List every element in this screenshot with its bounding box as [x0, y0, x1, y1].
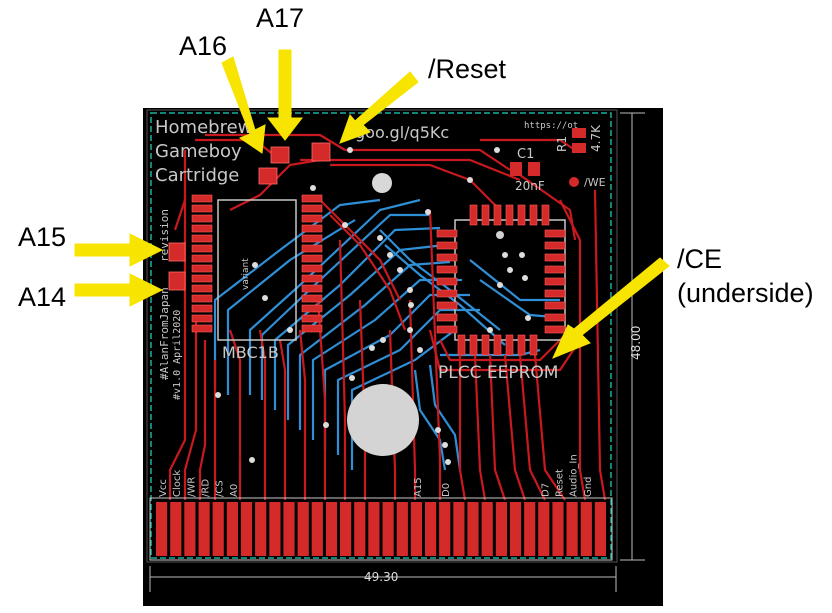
- callout-arrows: [74, 49, 670, 359]
- mbc-right-pads: [301, 194, 323, 333]
- title-line-2: Gameboy: [155, 141, 242, 162]
- edge-pad: [481, 502, 493, 556]
- edge-label: A15: [413, 477, 424, 497]
- edge-label: /RD: [201, 479, 212, 497]
- edge-pad: [212, 502, 224, 556]
- arrow-reset: [339, 71, 419, 144]
- r1-pad-1: [572, 128, 586, 138]
- edge-pad: [325, 502, 338, 556]
- eeprom-right-pads: [544, 229, 566, 334]
- arrow-a15: [74, 233, 164, 267]
- edge-label: /CS: [215, 480, 226, 497]
- edge-pad: [311, 502, 323, 556]
- edge-pad: [453, 502, 465, 556]
- edge-pad: [552, 502, 564, 556]
- eeprom-label: PLCC EEPROM: [438, 363, 558, 383]
- edge-pad: [566, 502, 578, 556]
- large-mounting-hole: [347, 384, 419, 456]
- variant-label: variant: [241, 258, 251, 290]
- edge-pad: [410, 502, 422, 556]
- url-text: goo.gl/q5Kc: [355, 123, 449, 142]
- edge-pad: [580, 502, 592, 556]
- edge-pad: [368, 502, 380, 556]
- edge-label: /WR: [186, 477, 197, 497]
- edge-pad: [524, 502, 536, 556]
- jumper-pads: [168, 142, 331, 291]
- r1-label: R1: [555, 136, 569, 152]
- edge-pad: [425, 502, 437, 556]
- edge-pad: [283, 502, 295, 556]
- edge-pad: [184, 502, 196, 556]
- edge-label: Vcc: [158, 479, 169, 497]
- revision-text: revision: [158, 209, 171, 262]
- author-text: #AlanFromJapan: [158, 287, 171, 380]
- eeprom-bottom-pads: [457, 334, 538, 356]
- edge-pad: [297, 502, 309, 556]
- callout-a14: A14: [18, 282, 67, 312]
- edge-connector-outline: [149, 497, 613, 561]
- c1-value: 20nF: [515, 179, 545, 193]
- edge-label: D0: [441, 483, 452, 497]
- c1-label: C1: [517, 147, 534, 162]
- edge-pad: [170, 502, 182, 556]
- date-text: #v1.0 April2020: [172, 310, 183, 400]
- c1-pad-2: [528, 162, 540, 176]
- callout-a16: A16: [179, 31, 228, 61]
- edge-pad: [495, 502, 507, 556]
- edge-label: Clock: [172, 470, 183, 497]
- edge-pad: [340, 502, 352, 556]
- short-url: https://ot: [524, 121, 578, 131]
- small-hole: [496, 231, 504, 239]
- arrow-a17: [266, 49, 304, 141]
- edge-pad: [538, 502, 550, 556]
- edge-label: Audio_In: [569, 454, 580, 497]
- title-line-1: Homebrew: [155, 117, 252, 138]
- edge-pad: [509, 502, 522, 556]
- callout-ce-1: /CE: [677, 244, 723, 274]
- edge-pad: [594, 502, 606, 556]
- mbc-chip-outline: [217, 199, 297, 341]
- edge-pad: [198, 502, 210, 556]
- edge-pad: [354, 502, 366, 556]
- callout-reset: /Reset: [428, 54, 507, 84]
- edge-label: D7: [540, 483, 551, 497]
- mbc-left-pads: [191, 194, 213, 333]
- eeprom-top-pads: [469, 204, 550, 226]
- mbc-label: MBC1B: [222, 343, 279, 362]
- callout-a17: A17: [256, 3, 305, 33]
- we-label: /WE: [584, 176, 606, 189]
- edge-pad: [382, 502, 394, 556]
- r1-value: 4.7K: [589, 124, 603, 152]
- callout-ce-2: (underside): [677, 278, 814, 308]
- callout-a15: A15: [18, 222, 67, 252]
- edge-pad: [255, 502, 267, 556]
- edge-pad: [269, 502, 281, 556]
- edge-pad: [439, 502, 451, 556]
- edge-pad: [467, 502, 479, 556]
- dimension-lines: [149, 112, 645, 592]
- edge-label: Reset: [555, 469, 566, 497]
- title-line-3: Cartridge: [155, 165, 239, 186]
- eeprom-left-pads: [436, 229, 458, 334]
- arrow-ce: [552, 257, 670, 359]
- edge-pad: [226, 502, 238, 556]
- edge-pad: [156, 502, 168, 556]
- c1-pad-1: [510, 162, 522, 176]
- arrow-a14: [74, 273, 164, 307]
- edge-pad: [240, 502, 253, 556]
- mounting-hole: [372, 173, 392, 193]
- vias: [215, 147, 531, 465]
- board-outline: [150, 112, 612, 559]
- edge-pad: [396, 502, 408, 556]
- height-dimension: 48.00: [629, 326, 643, 360]
- edge-label: Gnd: [583, 477, 594, 497]
- edge-label: A0: [229, 484, 240, 497]
- arrow-a16: [221, 56, 266, 154]
- r1-pad-2: [572, 143, 586, 153]
- edge-connector: [156, 502, 606, 556]
- width-dimension: 49.30: [364, 570, 398, 584]
- we-pad: [569, 177, 579, 187]
